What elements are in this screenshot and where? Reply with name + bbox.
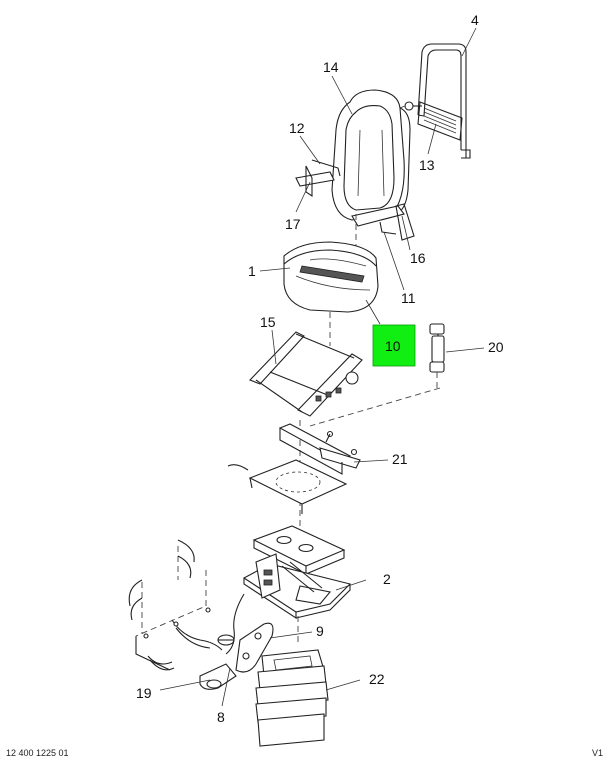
suspension-top-plate[interactable] [252,525,346,575]
callout-22[interactable]: 22 [369,671,385,687]
seat-slide-frame[interactable] [249,331,363,417]
linkage-handle[interactable] [199,634,237,690]
callout-12[interactable]: 12 [289,120,305,136]
callout-10[interactable]: 10 [385,338,401,354]
callout-16[interactable]: 16 [410,250,426,266]
seat-cushion[interactable] [283,241,379,313]
callout-labels: 4 14 12 13 17 16 1 11 15 10 20 21 2 9 22… [136,12,504,725]
mounting-bracket[interactable] [278,423,361,475]
callout-11[interactable]: 11 [401,290,416,306]
shock-absorber[interactable] [429,323,445,388]
callout-8[interactable]: 8 [217,709,225,725]
highlight-box [372,324,416,367]
callout-15[interactable]: 15 [260,314,276,330]
air-hose [128,539,245,671]
seat-back[interactable] [331,89,411,221]
footer-revision: V1 [592,748,604,758]
suspension-base[interactable] [242,553,352,620]
control-arm[interactable] [235,622,274,673]
callout-17[interactable]: 17 [285,216,301,232]
callout-14[interactable]: 14 [323,59,339,75]
callout-4[interactable]: 4 [471,12,479,28]
armrest-right[interactable] [351,203,415,241]
callout-20[interactable]: 20 [488,339,504,355]
armrest-left[interactable] [295,159,341,198]
drawing-number: 12 400 1225 01 [6,748,69,758]
callout-19[interactable]: 19 [136,685,152,701]
bellows-cover[interactable] [255,649,329,747]
callout-13[interactable]: 13 [419,157,435,173]
headrest-pad[interactable] [417,101,463,141]
leader-lines [159,27,485,707]
callout-21[interactable]: 21 [392,451,408,467]
callout-2[interactable]: 2 [383,571,391,587]
callout-9[interactable]: 9 [316,623,324,639]
callout-1[interactable]: 1 [248,263,256,279]
base-plate[interactable] [227,459,348,514]
